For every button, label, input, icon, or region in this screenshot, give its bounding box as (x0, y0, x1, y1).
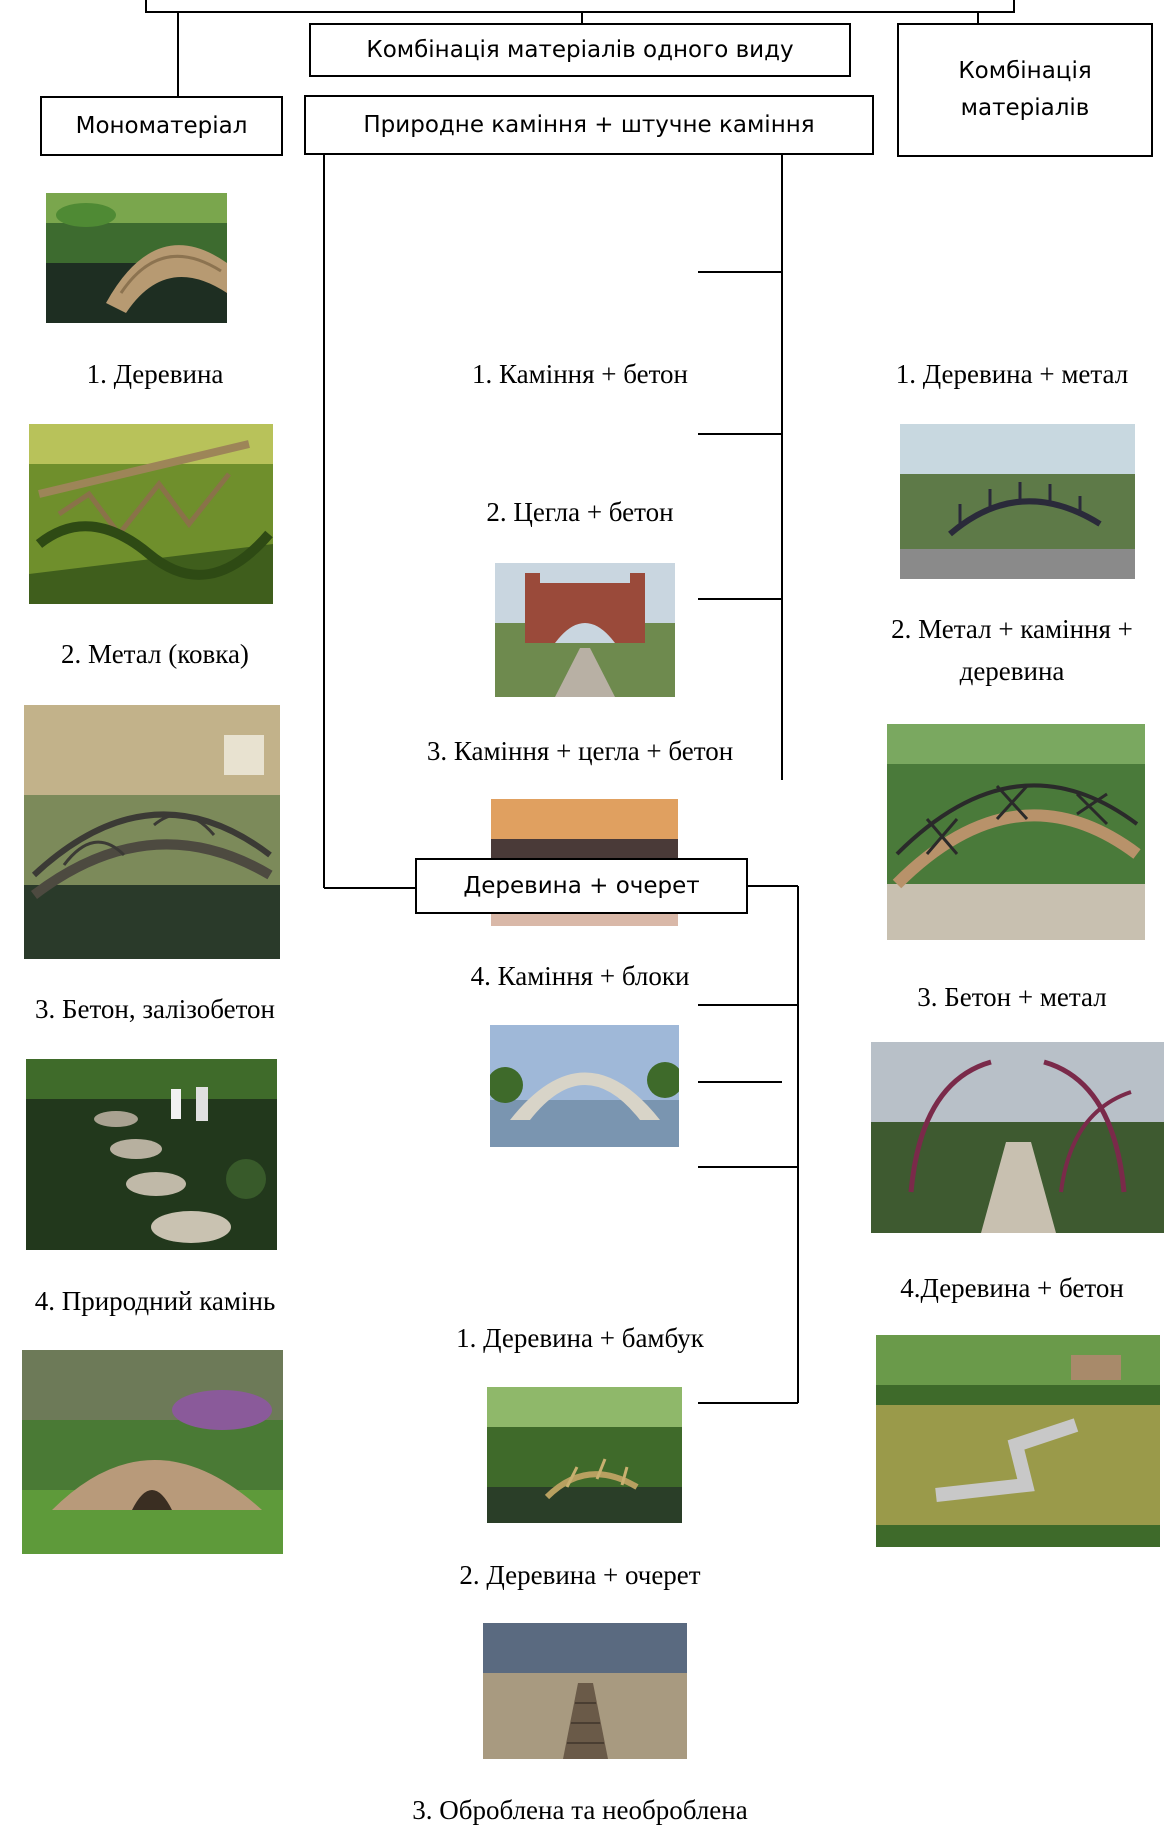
stone-arch-river-photo (490, 1025, 679, 1147)
box-wood-reed: Деревина + очерет (415, 858, 748, 914)
stepping-stones-photo (26, 1059, 277, 1250)
mono-caption-3: 3. Бетон, залізобетон (34, 994, 275, 1024)
stone-caption-4: 4. Каміння + блоки (470, 961, 690, 991)
stone-caption-2: 2. Цегла + бетон (486, 497, 674, 527)
combo-caption-4: 4.Деревина + бетон (900, 1273, 1124, 1303)
metal-arches-path-photo (871, 1042, 1164, 1233)
mono-caption-2: 2. Метал (ковка) (61, 639, 249, 669)
combo-caption-3: 3. Бетон + метал (917, 982, 1107, 1012)
bamboo-bridge-photo (487, 1387, 682, 1523)
mono-caption-4: 4. Природний камінь (34, 1286, 276, 1316)
stone-arch-bridge-photo (22, 1350, 283, 1554)
combo-caption-1: 1. Деревина + метал (895, 359, 1129, 389)
mono-caption-1: 1. Деревина (86, 359, 224, 389)
wood-caption-1: 1. Деревина + бамбук (456, 1323, 704, 1353)
forged-metal-bridge-photo (24, 705, 280, 959)
box-one-kind: Комбінація матеріалів одного виду (309, 23, 851, 77)
stone-caption-1: 1. Каміння + бетон (471, 359, 689, 389)
stone-bridge-pond-photo (46, 193, 227, 323)
wooden-bridge-photo (29, 424, 273, 604)
box-combination-frame (897, 23, 1153, 157)
brick-gate-bridge-photo (495, 563, 675, 697)
arched-wood-bridge-photo (887, 724, 1145, 940)
zigzag-pond-bridge-photo (876, 1335, 1160, 1547)
box-monomaterial: Мономатеріал (40, 96, 283, 156)
box-stone: Природне каміння + штучне каміння (304, 95, 874, 155)
wood-caption-3: 3. Оброблена та необроблена (412, 1795, 748, 1825)
box-combination: Комбінація матеріалів (897, 23, 1153, 157)
reed-pier-photo (483, 1623, 687, 1759)
combo-caption-2b: деревина (959, 656, 1065, 686)
stone-caption-3: 3. Каміння + цегла + бетон (426, 736, 734, 766)
combo-caption-2a: 2. Метал + каміння + (891, 614, 1133, 644)
wood-caption-2: 2. Деревина + очерет (459, 1560, 701, 1590)
wood-metal-bridge-photo (900, 424, 1135, 579)
